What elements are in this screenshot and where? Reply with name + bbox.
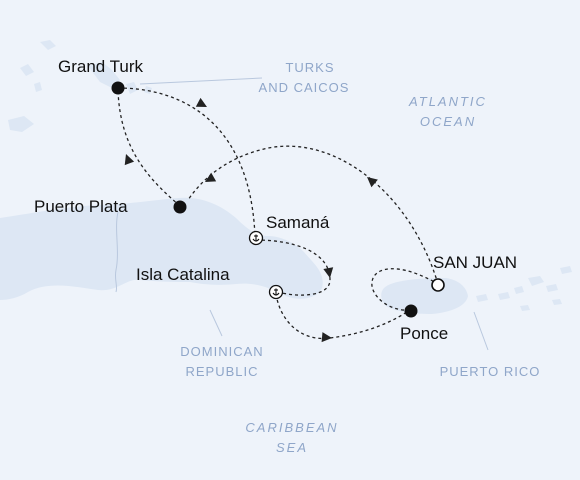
route-puertoplata-to-grandturk	[117, 89, 181, 207]
dominican-region-label-line2: REPUBLIC	[185, 364, 258, 379]
virgin-islands	[476, 266, 572, 311]
arrow-icon-sanjuan-puertoplata-1	[367, 177, 378, 188]
grand-turk-dot-icon	[111, 81, 125, 95]
route-samana-to-islacatalina	[255, 239, 331, 296]
san-juan-label: SAN JUAN	[433, 253, 517, 272]
turks-region-label-line1: TURKS	[285, 60, 334, 75]
puerto-plata-label: Puerto Plata	[34, 197, 128, 216]
puerto-rico-region-label: PUERTO RICO	[440, 364, 541, 379]
samana-label: Samaná	[266, 213, 330, 232]
arrow-icon-sanjuan-puertoplata-2	[205, 172, 217, 182]
grand-turk-label: Grand Turk	[58, 57, 144, 76]
puerto-rico-leader-line	[473, 311, 489, 351]
atlantic-ocean-label-line2: OCEAN	[420, 114, 476, 129]
turks-caicos-islands	[8, 40, 152, 132]
arrow-icon-samana-islacatalina	[323, 267, 334, 278]
puerto-rico-landmass	[381, 278, 468, 314]
arrow-icon-islacatalina-ponce	[321, 332, 332, 343]
turks-leader-line	[139, 77, 263, 85]
route-ponce-to-sanjuan	[371, 268, 439, 311]
hispaniola-landmass	[0, 197, 323, 300]
cruise-route	[117, 87, 439, 340]
ponce-label: Ponce	[400, 324, 448, 343]
san-juan-hollow-circle-icon	[431, 278, 445, 292]
route-grandturk-to-samana	[117, 87, 256, 237]
caribbean-sea-label-line2: SEA	[276, 440, 308, 455]
route-arrows	[124, 97, 378, 343]
ponce-dot-icon	[404, 304, 418, 318]
arrow-icon-grandturk-samana	[195, 97, 207, 107]
isla-catalina-label: Isla Catalina	[136, 265, 230, 284]
atlantic-ocean-label-line1: ATLANTIC	[408, 94, 487, 109]
isla-catalina-anchor-icon	[268, 284, 284, 300]
haiti-dr-border	[114, 211, 119, 293]
caribbean-sea-label-line1: CARIBBEAN	[245, 420, 338, 435]
dominican-leader-line	[209, 309, 223, 337]
arrow-icon-puertoplata-grandturk	[124, 154, 135, 166]
turks-region-label-line2: AND CAICOS	[259, 80, 350, 95]
samana-anchor-icon	[248, 230, 264, 246]
dominican-region-label-line1: DOMINICAN	[180, 344, 263, 359]
route-sanjuan-to-puertoplata	[187, 145, 439, 285]
puerto-plata-dot-icon	[173, 200, 187, 214]
